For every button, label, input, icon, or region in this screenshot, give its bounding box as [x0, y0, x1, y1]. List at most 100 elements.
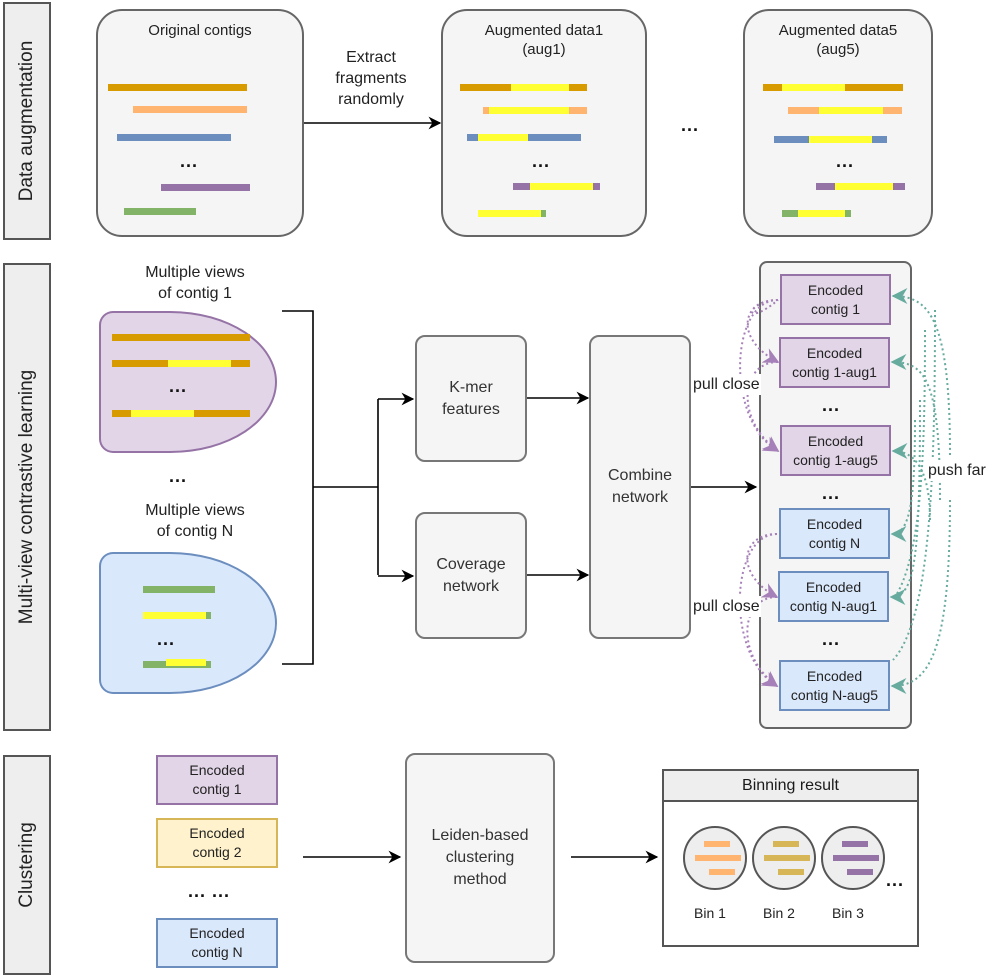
ellipsis: ...	[169, 376, 188, 396]
ellipsis: ...	[169, 466, 188, 486]
label-line: fragments	[335, 70, 407, 87]
augmented-data1-box: Augmented data1 (aug1)	[441, 9, 647, 237]
views-contig1-label: Multiple views of contig 1	[110, 262, 280, 304]
augmented-data5-box: Augmented data5 (aug5)	[743, 9, 933, 237]
label-line: contig N	[191, 944, 243, 960]
fragment-highlight	[131, 410, 194, 417]
bin-bar	[773, 841, 799, 847]
pull-close-label-2: pull close	[692, 596, 761, 617]
augmented-bar	[467, 134, 581, 141]
bin-3-label: Bin 3	[832, 905, 864, 921]
title-line: Augmented data1	[484, 22, 604, 39]
augmented-bar	[788, 107, 902, 114]
ellipsis: ...	[157, 629, 176, 649]
augmented-bar	[460, 84, 587, 91]
bin-bar	[778, 869, 804, 875]
fragment-highlight	[478, 210, 541, 217]
label-line: Multiple views	[145, 264, 245, 281]
bin-bar	[764, 855, 810, 861]
pull-close-label-1: pull close	[692, 374, 761, 395]
fragment-highlight	[809, 136, 872, 143]
ellipsis: ... ...	[188, 881, 231, 901]
label-line: Encoded	[806, 667, 863, 684]
fragment-highlight	[168, 360, 231, 367]
label-line: Leiden-based	[431, 827, 529, 844]
label-line: Encoded	[189, 925, 245, 941]
label-line: Encoded	[806, 344, 863, 361]
label-line: network	[611, 489, 669, 506]
ellipsis: ...	[681, 115, 700, 135]
bin-1-circle	[683, 826, 747, 890]
fragment-highlight	[819, 107, 883, 114]
views-contigN-shape	[99, 552, 277, 694]
title-line: Augmented data5	[778, 22, 898, 39]
ellipsis: ...	[886, 870, 905, 890]
bin-1-label: Bin 1	[694, 905, 726, 921]
views-bracket	[282, 310, 314, 665]
label-line: Extract	[346, 49, 396, 66]
view-bar	[112, 410, 250, 417]
fragment-highlight	[166, 659, 206, 666]
bin-2-label: Bin 2	[763, 905, 795, 921]
label-line: contig 1	[810, 300, 861, 317]
bin-bar	[842, 841, 868, 847]
extract-fragments-label: Extract fragments randomly	[316, 47, 426, 110]
label-line: method	[453, 871, 507, 888]
label-line: Multiple views	[145, 502, 245, 519]
augmented-bar	[782, 210, 851, 217]
section-label-text: Data augmentation	[16, 40, 37, 202]
binning-result-title: Binning result	[664, 771, 917, 802]
leiden-clustering-box: Leiden-based clustering method	[405, 753, 555, 963]
fragment-highlight	[511, 84, 569, 91]
augmented-data1-title: Augmented data1 (aug1)	[443, 21, 645, 59]
section-label-data-augmentation: Data augmentation	[3, 2, 51, 240]
augmented-bar	[816, 183, 905, 190]
label-line: Encoded	[806, 515, 863, 532]
ellipsis: ...	[180, 151, 199, 171]
label-line: Encoded	[807, 281, 864, 298]
encoded-contig1: Encoded contig 1	[780, 274, 891, 325]
label-line: Coverage	[436, 555, 506, 573]
label-line: clustering	[445, 849, 515, 866]
contig-bar	[108, 84, 247, 91]
view-bar	[112, 334, 250, 341]
bin-bar	[704, 841, 730, 847]
label-line: features	[442, 400, 500, 418]
view-bar	[143, 612, 211, 619]
ellipsis: ...	[836, 151, 855, 171]
label-line: Encoded	[807, 432, 864, 449]
fragment-highlight	[835, 183, 893, 190]
fragment-highlight	[798, 210, 845, 217]
bin-bar	[709, 869, 735, 875]
fragment-highlight	[489, 107, 569, 114]
title-line: (aug5)	[816, 41, 860, 58]
original-contigs-title: Original contigs	[148, 22, 252, 39]
section-label-clustering: Clustering	[3, 755, 51, 975]
augmented-bar	[483, 107, 587, 114]
label-line: Encoded	[189, 825, 245, 841]
contig-bar	[133, 106, 247, 113]
augmented-bar	[763, 84, 903, 91]
bin-3-circle	[821, 826, 885, 890]
label-line: contig N-aug1	[789, 597, 878, 614]
views-contigN-label: Multiple views of contig N	[110, 500, 280, 542]
label-line: randomly	[338, 91, 404, 108]
views-contig1-shape	[99, 311, 277, 453]
fragment-highlight	[478, 134, 528, 141]
cluster-input-contigN: Encoded contig N	[156, 918, 278, 968]
contig-bar	[161, 184, 250, 191]
push-far-label: push far	[927, 460, 987, 481]
binning-result-box: Binning result	[662, 769, 919, 947]
section-label-text: Multi-view contrastive learning	[16, 369, 37, 625]
label-line: of contig 1	[158, 285, 232, 302]
label-line: contig 1	[192, 781, 242, 797]
ellipsis: ...	[822, 483, 841, 503]
label-line: contig 1-aug1	[792, 363, 877, 380]
section-label-text: Clustering	[16, 822, 37, 908]
